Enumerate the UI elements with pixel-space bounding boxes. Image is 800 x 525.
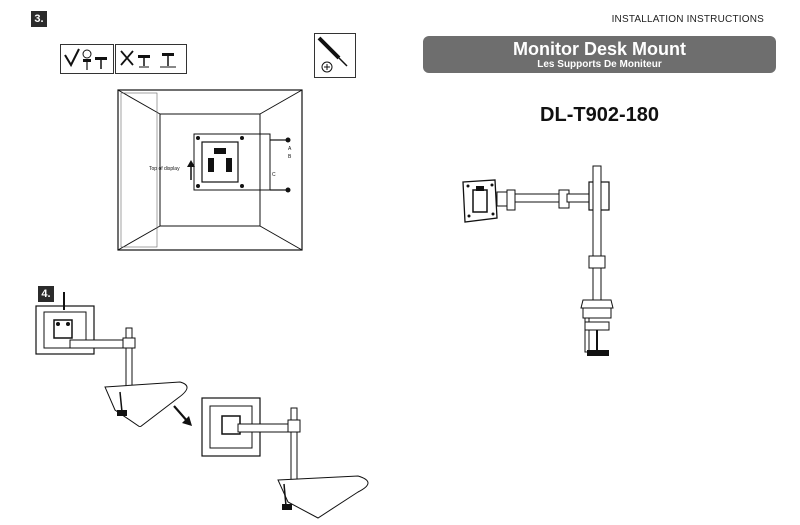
correct-screw-icon — [60, 44, 114, 74]
title-banner: Monitor Desk Mount Les Supports De Monit… — [423, 36, 776, 73]
model-number: DL-T902-180 — [540, 104, 659, 126]
product-illustration — [455, 160, 625, 370]
label-b: B — [288, 154, 292, 160]
screwdriver-icon — [314, 33, 356, 78]
product-title: Monitor Desk Mount — [513, 39, 686, 59]
label-c: C — [272, 172, 276, 178]
incorrect-screw-icon — [115, 44, 187, 74]
step-3-badge: 3. — [31, 11, 47, 27]
step-4-badge: 4. — [38, 286, 54, 302]
top-of-display-label: Top of display — [149, 166, 180, 172]
next-step-arrow — [172, 404, 194, 428]
monitor-back-diagram — [116, 88, 306, 253]
step-4-arm-diagram — [30, 292, 260, 428]
installation-instructions-heading: INSTALLATION INSTRUCTIONS — [611, 14, 764, 25]
product-subtitle: Les Supports De Moniteur — [537, 59, 662, 70]
assembled-mount-diagram — [198, 392, 382, 520]
label-a: A — [288, 146, 292, 152]
